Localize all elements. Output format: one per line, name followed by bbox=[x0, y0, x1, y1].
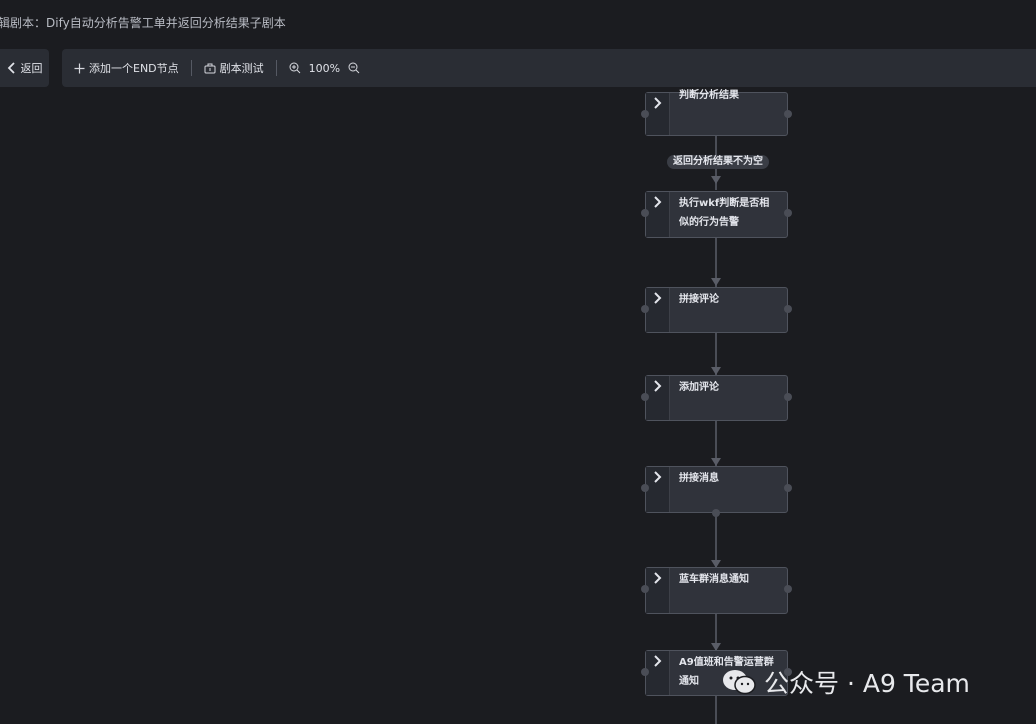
node-port-right[interactable] bbox=[784, 668, 792, 676]
node-handle bbox=[646, 467, 670, 512]
connector-arrow bbox=[711, 643, 721, 651]
connector bbox=[715, 696, 717, 724]
connector bbox=[715, 238, 717, 288]
connector-arrow bbox=[711, 367, 721, 375]
flow-canvas[interactable]: 返回分析结果不为空 判断分析结果 执行wkf判断是否相似的行为告警 拼接评论 添… bbox=[0, 88, 1036, 724]
toolbar: 添加一个END节点 剧本测试 100% bbox=[62, 49, 1036, 87]
node-handle bbox=[646, 568, 670, 613]
zoom-out-icon[interactable] bbox=[348, 62, 360, 74]
node-port-left[interactable] bbox=[641, 209, 649, 217]
chevron-right-icon bbox=[653, 97, 661, 109]
back-button[interactable]: 返回 bbox=[0, 49, 49, 87]
flow-node[interactable]: 拼接消息 bbox=[641, 466, 792, 517]
chevron-right-icon bbox=[653, 196, 661, 208]
flow-node[interactable]: 执行wkf判断是否相似的行为告警 bbox=[641, 191, 792, 238]
node-handle bbox=[646, 192, 670, 237]
flow-node[interactable]: 判断分析结果 bbox=[641, 90, 792, 136]
connector-arrow bbox=[711, 560, 721, 568]
node-port-left[interactable] bbox=[641, 393, 649, 401]
zoom-controls: 100% bbox=[277, 62, 372, 75]
node-port-right[interactable] bbox=[784, 585, 792, 593]
node-port-left[interactable] bbox=[641, 110, 649, 118]
node-port-bottom[interactable] bbox=[712, 509, 720, 517]
toolbar-divider bbox=[275, 60, 277, 76]
connector-arrow bbox=[711, 458, 721, 466]
node-port-right[interactable] bbox=[784, 484, 792, 492]
script-test-label: 剧本测试 bbox=[219, 62, 264, 75]
node-handle bbox=[646, 376, 670, 420]
title-text: 辑剧本：Dify自动分析告警工单并返回分析结果子剧本 bbox=[0, 16, 286, 30]
node-handle bbox=[646, 651, 670, 695]
window-title: 辑剧本：Dify自动分析告警工单并返回分析结果子剧本 bbox=[0, 0, 1036, 46]
node-port-right[interactable] bbox=[784, 209, 792, 217]
node-label: 拼接评论 bbox=[679, 294, 719, 305]
chevron-right-icon bbox=[653, 655, 661, 667]
node-port-right[interactable] bbox=[784, 305, 792, 313]
script-test-button[interactable]: 剧本测试 bbox=[192, 49, 276, 87]
flow-node[interactable]: A9值班和告警运营群通知 bbox=[641, 650, 792, 696]
plus-icon bbox=[74, 63, 85, 73]
flow-node[interactable]: 添加评论 bbox=[641, 375, 792, 421]
connector-arrow bbox=[711, 278, 721, 286]
add-end-node-label: 添加一个END节点 bbox=[89, 62, 179, 75]
watermark: 公众号 · A9 Team bbox=[722, 664, 970, 700]
connector bbox=[715, 333, 717, 377]
node-port-left[interactable] bbox=[641, 305, 649, 313]
zoom-in-icon[interactable] bbox=[289, 62, 301, 74]
node-handle bbox=[646, 288, 670, 332]
chevron-right-icon bbox=[653, 380, 661, 392]
back-label: 返回 bbox=[20, 62, 43, 75]
node-label: 拼接消息 bbox=[679, 473, 719, 484]
chevron-left-icon bbox=[7, 62, 15, 74]
edge-label[interactable]: 返回分析结果不为空 bbox=[667, 155, 769, 169]
add-end-node-button[interactable]: 添加一个END节点 bbox=[62, 49, 191, 87]
zoom-level: 100% bbox=[308, 61, 341, 75]
flow-node[interactable]: 蓝车群消息通知 bbox=[641, 567, 792, 614]
node-handle bbox=[646, 93, 670, 135]
node-port-left[interactable] bbox=[641, 585, 649, 593]
connector bbox=[715, 614, 717, 654]
node-label: 蓝车群消息通知 bbox=[679, 574, 749, 585]
node-port-left[interactable] bbox=[641, 668, 649, 676]
connector bbox=[715, 513, 717, 569]
node-port-right[interactable] bbox=[784, 110, 792, 118]
node-label: 添加评论 bbox=[679, 382, 719, 393]
wechat-icon bbox=[723, 670, 756, 695]
node-port-left[interactable] bbox=[641, 484, 649, 492]
node-label: 判断分析结果 bbox=[679, 90, 739, 101]
node-label: A9值班和告警运营群通知 bbox=[679, 657, 774, 687]
connector-arrow bbox=[711, 176, 721, 184]
node-port-right[interactable] bbox=[784, 393, 792, 401]
chevron-right-icon bbox=[653, 471, 661, 483]
toolbar-divider bbox=[190, 60, 192, 76]
flow-node[interactable]: 拼接评论 bbox=[641, 287, 792, 333]
watermark-text: 公众号 · A9 Team bbox=[764, 669, 970, 698]
test-icon bbox=[204, 63, 216, 74]
chevron-right-icon bbox=[653, 572, 661, 584]
chevron-right-icon bbox=[653, 292, 661, 304]
connector bbox=[715, 421, 717, 467]
node-label: 执行wkf判断是否相似的行为告警 bbox=[679, 198, 770, 228]
